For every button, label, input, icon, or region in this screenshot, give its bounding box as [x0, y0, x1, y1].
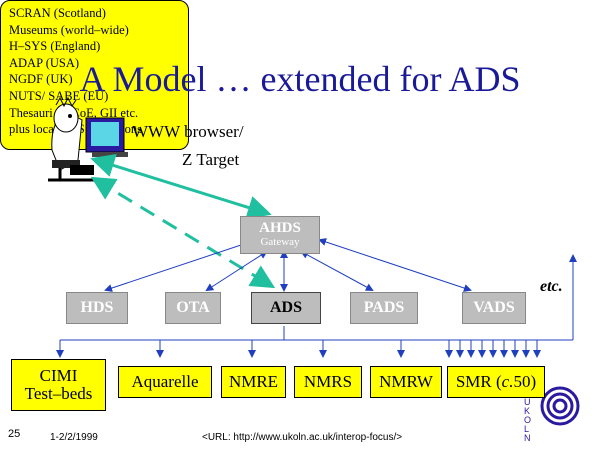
collection-item: Museums (world–wide)	[9, 22, 129, 37]
collection-item: ADAP (USA)	[9, 55, 80, 70]
service-vads[interactable]: VADS	[462, 292, 526, 324]
browser-label-line2: Z Target	[182, 150, 240, 169]
user-at-computer-icon	[48, 96, 128, 182]
service-hds[interactable]: HDS	[66, 292, 128, 324]
collection-item: NGDF (UK)	[9, 72, 73, 87]
collection-item: H–SYS (England)	[9, 39, 101, 54]
smr-prefix: SMR (	[455, 372, 502, 391]
smr-circa: c.	[501, 372, 514, 391]
target-cimi[interactable]: CIMI Test–beds	[11, 359, 106, 411]
target-smr[interactable]: SMR (c.50)	[447, 366, 545, 398]
target-nmre[interactable]: NMRE	[221, 366, 286, 398]
target-aquarelle[interactable]: Aquarelle	[118, 366, 212, 398]
gateway-name: AHDS	[259, 220, 301, 236]
page-number: 25	[8, 428, 21, 440]
ukoln-logo-text: U K O L N	[524, 397, 532, 443]
collection-item: NUTS/ SABE (EU)	[9, 88, 109, 103]
target-nmrs[interactable]: NMRS	[294, 366, 362, 398]
cimi-line1: CIMI	[39, 366, 78, 385]
page-title: A Model … extended for ADS	[79, 59, 521, 99]
footer-url[interactable]: <URL: http://www.ukoln.ac.uk/interop-foc…	[202, 432, 403, 443]
target-nmrw[interactable]: NMRW	[370, 366, 442, 398]
browser-label-line1: WWW browser/	[132, 122, 244, 141]
service-ota[interactable]: OTA	[165, 292, 221, 324]
cimi-line2: Test–beds	[24, 384, 93, 403]
footer-date: 1-2/2/1999	[50, 432, 98, 443]
service-pads[interactable]: PADS	[350, 292, 418, 324]
gateway-sub: Gateway	[260, 236, 300, 248]
service-ads[interactable]: ADS	[251, 292, 321, 324]
etc-label: etc.	[540, 278, 563, 295]
smr-suffix: 50)	[513, 372, 537, 391]
ahds-gateway-box[interactable]: AHDS Gateway	[240, 216, 320, 254]
collection-item: SCRAN (Scotland)	[9, 6, 106, 20]
